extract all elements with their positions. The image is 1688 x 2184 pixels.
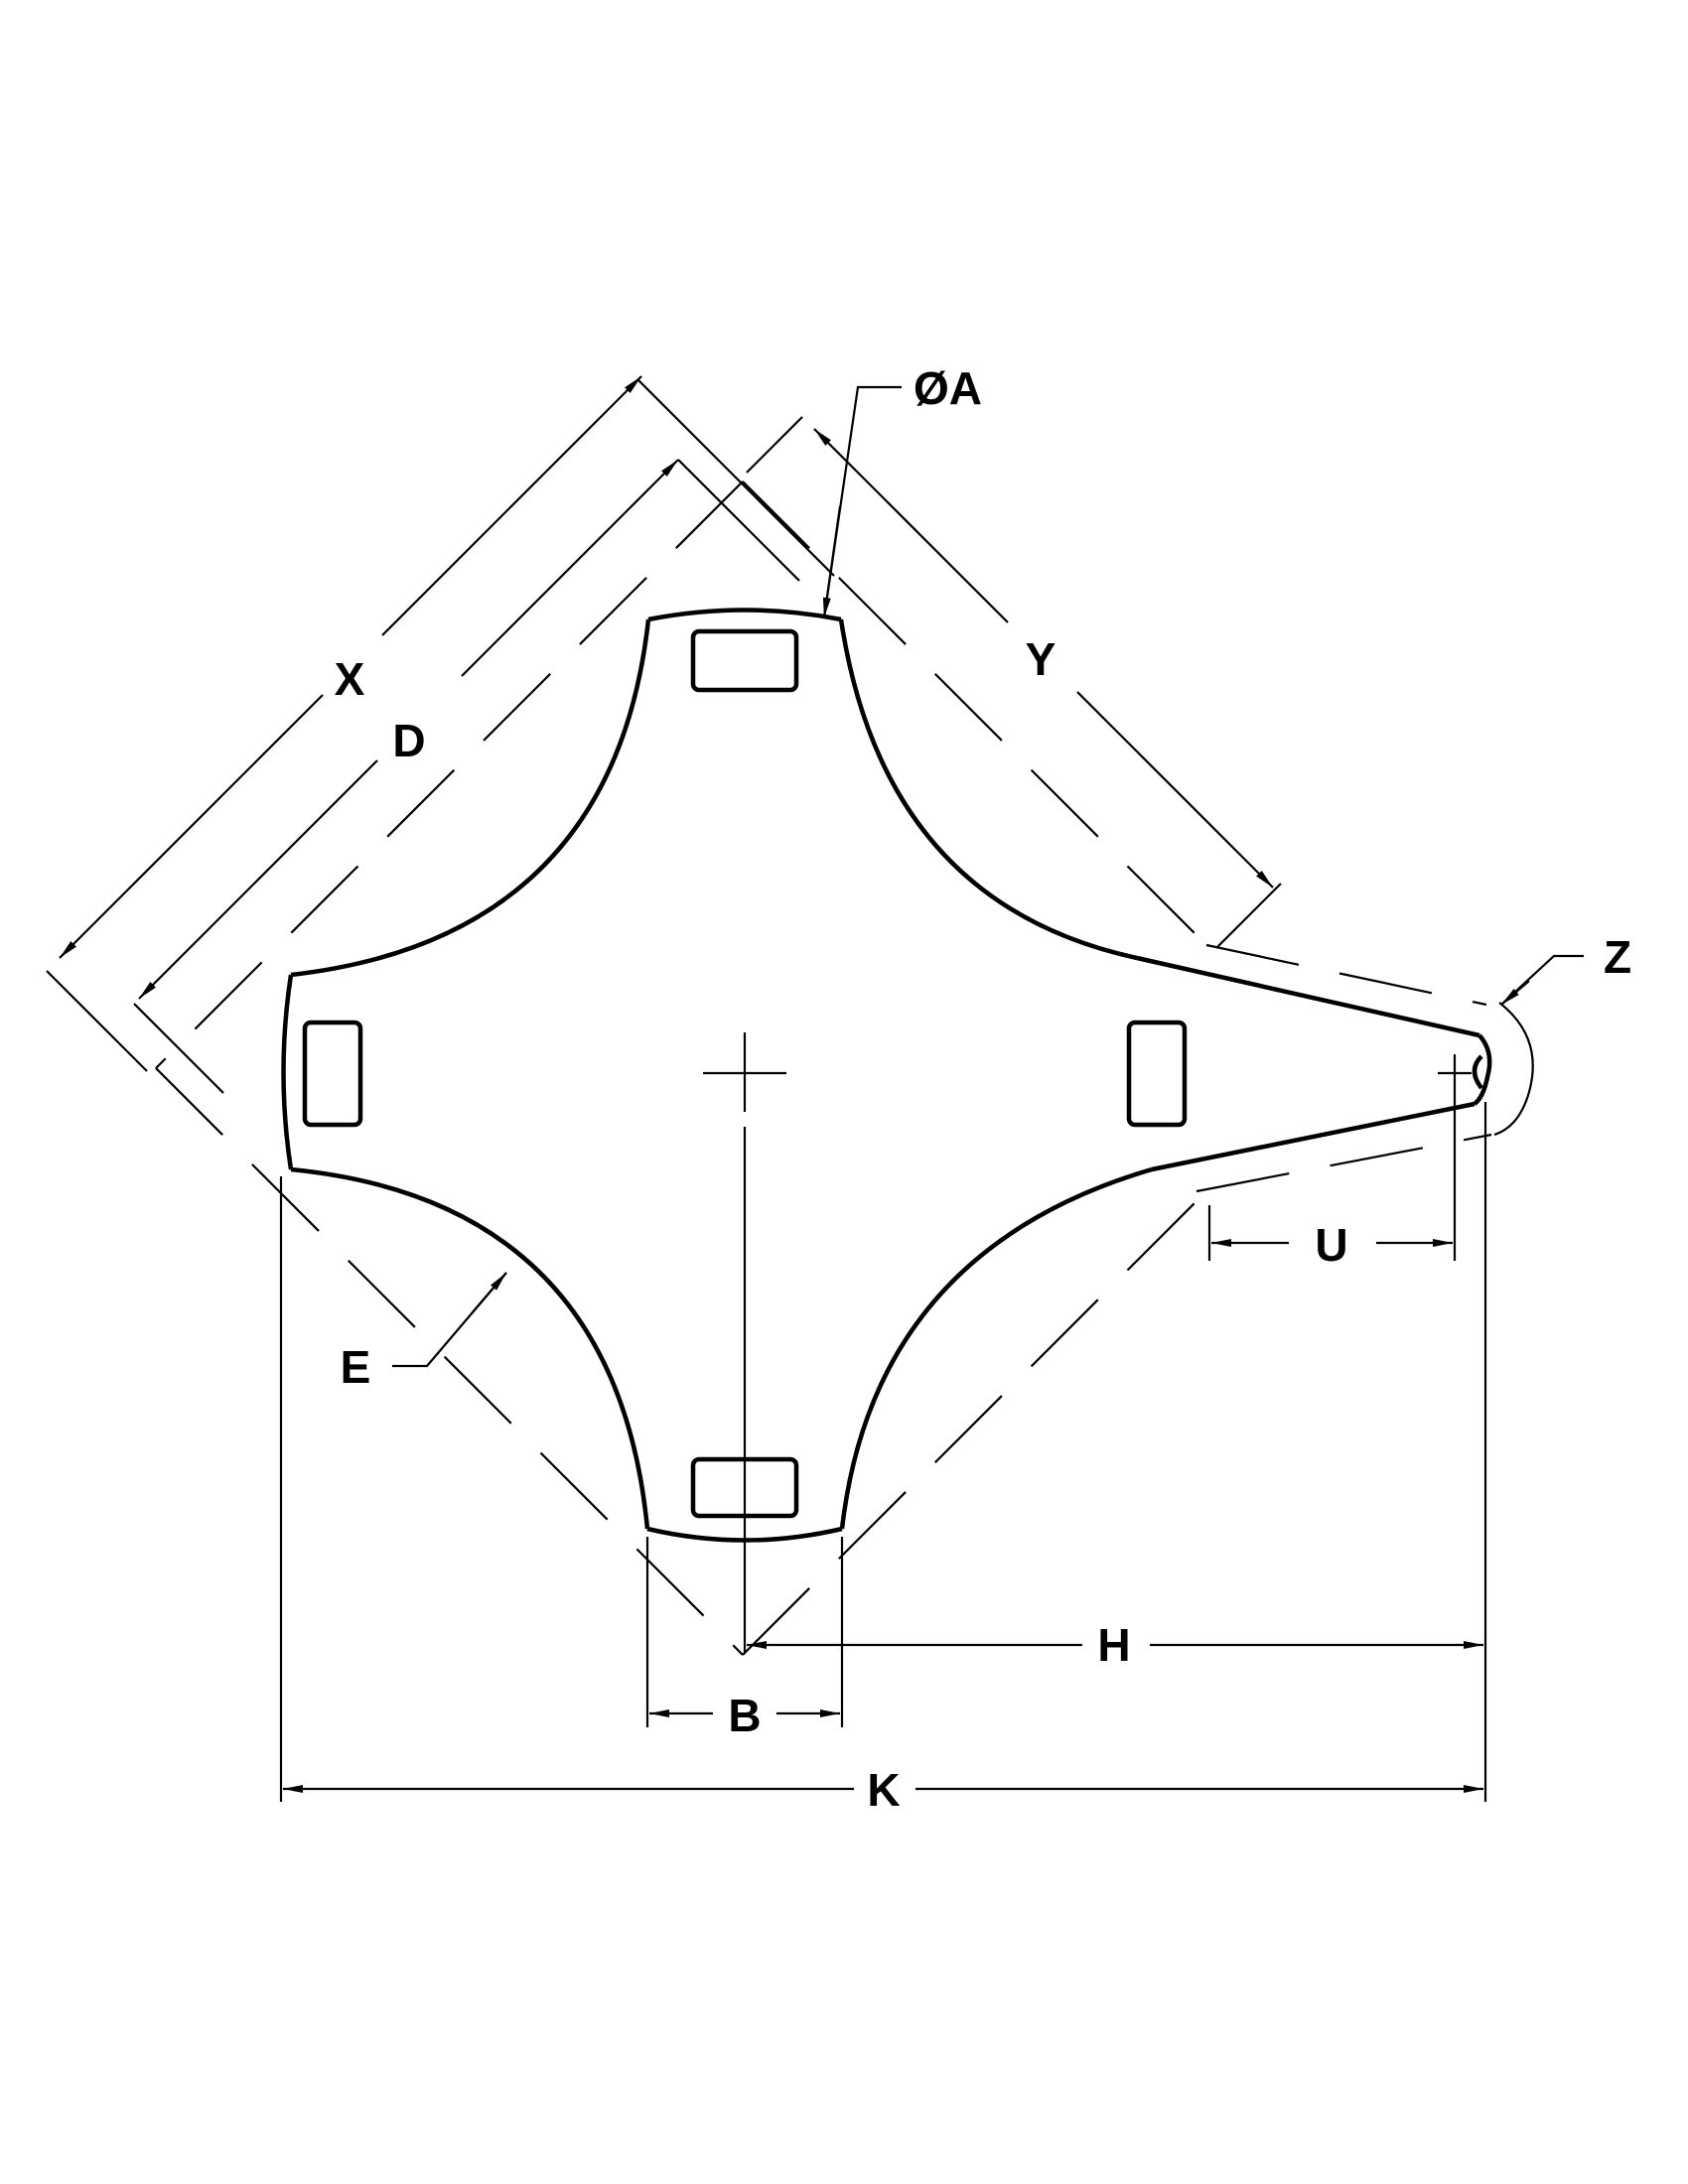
slot-left [302, 1020, 363, 1128]
handle-upper-edge [1136, 955, 1480, 1038]
leader-z [1500, 954, 1584, 1006]
label-d: D [392, 715, 425, 766]
dimension-h [747, 1102, 1487, 1802]
label-x: X [335, 653, 365, 705]
dimension-x [46, 375, 835, 1072]
slot-top [690, 628, 799, 693]
handle-lower-edge [1151, 1101, 1476, 1172]
handle-tip [1473, 1033, 1492, 1106]
bottom-left-concave-arc [290, 1166, 650, 1530]
label-b: B [728, 1690, 761, 1741]
dimension-k [279, 1176, 1483, 1802]
label-a: ØA [914, 362, 982, 414]
dimension-d [133, 459, 800, 1094]
leader-a [822, 385, 902, 618]
center-mark [703, 1032, 786, 1653]
leader-e [392, 1272, 507, 1368]
handle-hole [1438, 1054, 1483, 1092]
dimension-b [645, 1537, 844, 1727]
part-outline [281, 608, 1492, 1543]
label-k: K [867, 1764, 900, 1816]
dimension-y [746, 416, 1282, 949]
left-edge-arc [281, 974, 294, 1170]
slot-right [1126, 1020, 1188, 1128]
label-y: Y [1026, 633, 1056, 685]
label-e: E [341, 1341, 371, 1393]
top-right-concave-arc [838, 618, 1138, 961]
label-u: U [1315, 1219, 1347, 1271]
top-left-concave-arc [290, 618, 651, 978]
bottom-right-concave-arc [839, 1166, 1153, 1530]
dashed-diamond [155, 480, 1534, 1656]
label-z: Z [1604, 931, 1631, 983]
dimension-u [1207, 1092, 1457, 1261]
top-edge-arc [647, 608, 842, 622]
label-h: H [1097, 1619, 1130, 1671]
